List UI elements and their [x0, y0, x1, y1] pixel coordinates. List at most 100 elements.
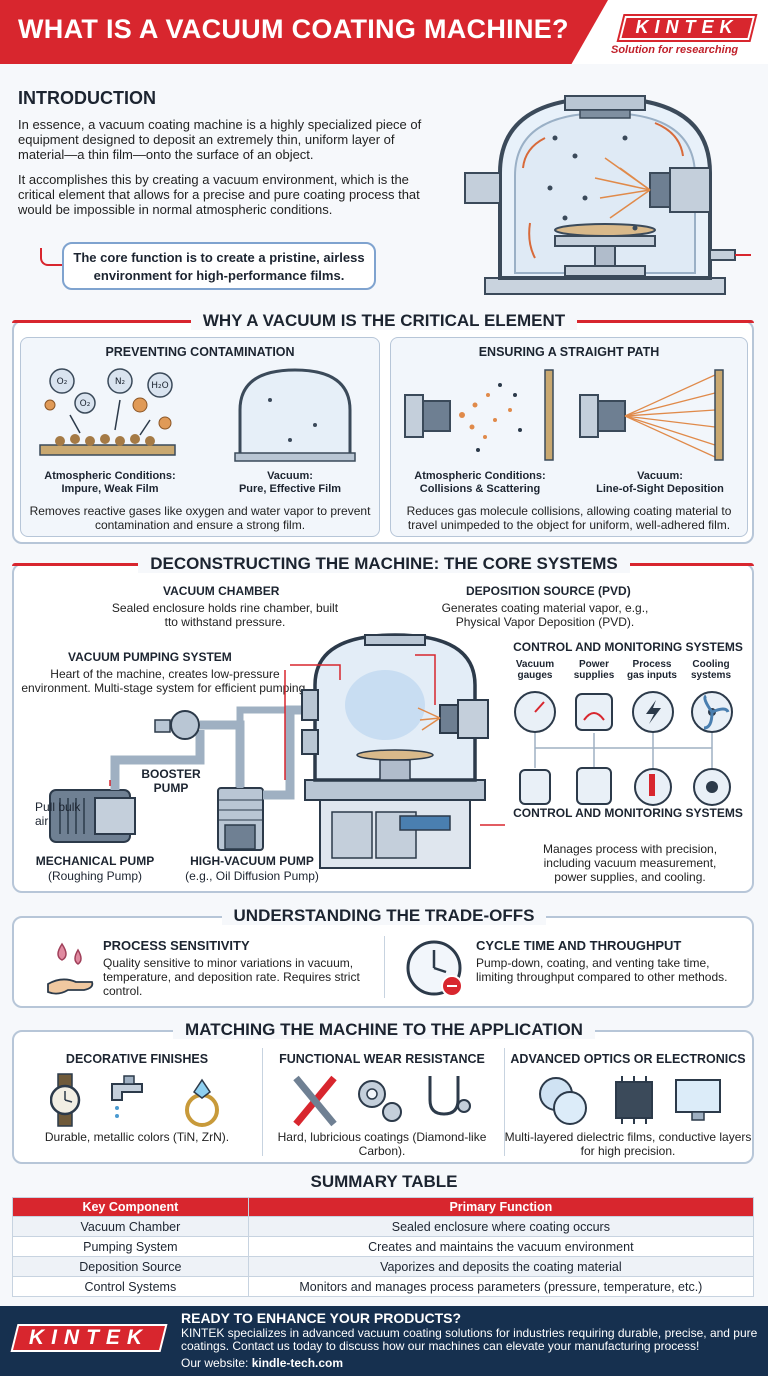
tradeoffs-divider [384, 936, 385, 998]
intro-paragraph-2: It accomplishes this by creating a vacuu… [18, 172, 420, 217]
control-label-power-supplies: Power supplies [573, 659, 615, 681]
mechanical-pump-sub: (Roughing Pump) [47, 869, 143, 883]
summary-title: SUMMARY TABLE [298, 1172, 470, 1191]
footer-website-label: Our website: [181, 1356, 249, 1370]
process-sensitivity-title: PROCESS SENSITIVITY [103, 938, 250, 953]
decorative-icons [50, 1073, 219, 1127]
vacuum-chamber-illustration [464, 95, 751, 295]
intro-title: INTRODUCTION [18, 88, 156, 108]
deposition-source-text: Generates coating material vapor, e.g., … [441, 601, 649, 629]
path-description: Reduces gas molecule collisions, allowin… [406, 504, 732, 532]
battery-icon [519, 769, 551, 805]
faucet-icon [111, 1083, 143, 1101]
tradeoffs-title: UNDERSTANDING THE TRADE-OFFS [221, 906, 547, 925]
optics-title: ADVANCED OPTICS OR ELECTRONICS [510, 1052, 746, 1066]
wear-title: FUNCTIONAL WEAR RESISTANCE [279, 1052, 485, 1066]
monitor-icon [675, 1079, 721, 1113]
control-title: CONTROL AND MONITORING SYSTEMS [513, 640, 743, 654]
gas-label-2: N₂ [115, 377, 126, 387]
app-divider-1 [262, 1048, 263, 1156]
logo-tagline: Solution for researching [611, 44, 739, 56]
header-band [0, 0, 608, 64]
machine-title-wrap: DECONSTRUCTING THE MACHINE: THE CORE SYS… [0, 554, 768, 574]
app-divider-2 [504, 1048, 505, 1156]
contamination-left-caption-1: Atmospheric Conditions: [44, 470, 176, 482]
tradeoffs-title-wrap: UNDERSTANDING THE TRADE-OFFS [0, 906, 768, 926]
table-cell: Creates and maintains the vacuum environ… [247, 1236, 755, 1257]
machine-illustration [49, 633, 505, 869]
path-left-caption-1: Atmospheric Conditions: [414, 470, 546, 482]
intro-paragraph-1: In essence, a vacuum coating machine is … [18, 117, 422, 162]
why-vacuum-title-wrap: WHY A VACUUM IS THE CRITICAL ELEMENT [0, 311, 768, 331]
control-label-gas-inputs: Process gas inputs [626, 659, 677, 681]
page-title: WHAT IS A VACUUM COATING MACHINE? [18, 14, 569, 44]
callout-connector [40, 248, 64, 266]
deposition-source-title: DEPOSITION SOURCE (PVD) [466, 584, 631, 598]
contamination-right-caption-1: Vacuum: [267, 470, 313, 482]
summary-table: Key Component Primary Function Vacuum Ch… [12, 1197, 755, 1297]
footer-title: READY TO ENHANCE YOUR PRODUCTS? [181, 1310, 462, 1326]
contamination-illustration: O₂ N₂ H₂O O₂ [39, 368, 356, 462]
gas-label-3: H₂O [151, 381, 168, 391]
vacuum-chamber-title: VACUUM CHAMBER [163, 584, 280, 598]
machine-title: DECONSTRUCTING THE MACHINE: THE CORE SYS… [138, 554, 630, 573]
pumping-title: VACUUM PUMPING SYSTEM [68, 650, 232, 664]
table-cell: Vacuum Chamber [12, 1216, 249, 1237]
control-text: Manages process with precision, includin… [542, 842, 718, 884]
table-cell: Sealed enclosure where coating occurs [247, 1216, 755, 1237]
path-right-caption-1: Vacuum: [637, 470, 683, 482]
applications-title-wrap: MATCHING THE MACHINE TO THE APPLICATION [0, 1020, 768, 1040]
control-icons-grid [514, 691, 733, 806]
power-module-icon [576, 767, 612, 805]
cycle-time-title: CYCLE TIME AND THROUGHPUT [476, 938, 682, 953]
why-vacuum-title: WHY A VACUUM IS THE CRITICAL ELEMENT [190, 311, 578, 330]
control-label-cooling: Cooling systems [690, 659, 732, 681]
contamination-title: PREVENTING CONTAMINATION [105, 345, 295, 359]
wear-text: Hard, lubricious coatings (Diamond-like … [277, 1130, 487, 1158]
gas-label-4: O₂ [80, 399, 91, 409]
wrench-icon [293, 1075, 337, 1127]
high-vacuum-pump-title: HIGH-VACUUM PUMP [190, 854, 314, 868]
vacuum-chamber-text: Sealed enclosure holds rine chamber, bui… [111, 601, 339, 629]
footer-logo-text: KINTEK [28, 1326, 150, 1349]
mechanical-pump-title: MECHANICAL PUMP [35, 854, 155, 868]
footer-website-link[interactable]: kindle-tech.com [251, 1356, 344, 1370]
ring-icon [185, 1093, 219, 1127]
stethoscope-icon [428, 1076, 460, 1116]
path-right-caption-2: Line-of-Sight Deposition [596, 483, 724, 495]
table-header-row: Key Component Primary Function [12, 1197, 755, 1217]
straight-path-illustration [404, 369, 724, 461]
pull-bulk-air-label: Pull bulk air [35, 800, 81, 828]
control-bottom-title: CONTROL AND MONITORING SYSTEMS [513, 806, 743, 820]
optics-icons [539, 1076, 721, 1125]
core-function-callout: The core function is to create a pristin… [62, 242, 376, 290]
contamination-description: Removes reactive gases like oxygen and w… [29, 504, 371, 532]
table-header-function: Primary Function [247, 1197, 755, 1217]
booster-pump-label: BOOSTER PUMP [141, 767, 201, 795]
table-header-component: Key Component [12, 1197, 249, 1217]
wear-icons [293, 1075, 471, 1127]
summary-title-wrap: SUMMARY TABLE [0, 1172, 768, 1192]
hand-drop-icon [47, 942, 94, 995]
decorative-text: Durable, metallic colors (TiN, ZrN). [44, 1130, 230, 1144]
table-cell: Monitors and manages process parameters … [247, 1276, 755, 1297]
gas-label-1: O₂ [57, 377, 68, 387]
table-cell: Vaporizes and deposits the coating mater… [247, 1256, 755, 1277]
tradeoffs-panel [12, 916, 754, 1008]
table-cell: Deposition Source [12, 1256, 249, 1277]
applications-title: MATCHING THE MACHINE TO THE APPLICATION [173, 1020, 595, 1039]
straight-path-title: ENSURING A STRAIGHT PATH [478, 345, 660, 359]
table-cell: Control Systems [12, 1276, 249, 1297]
optics-text: Multi-layered dielectric films, conducti… [504, 1130, 752, 1158]
process-sensitivity-text: Quality sensitive to minor variations in… [103, 956, 360, 998]
path-left-caption-2: Collisions & Scattering [419, 483, 541, 495]
decorative-title: DECORATIVE FINISHES [65, 1052, 209, 1066]
pumping-text: Heart of the machine, creates low-pressu… [21, 667, 309, 695]
footer-text: KINTEK specializes in advanced vacuum co… [181, 1326, 758, 1353]
footer-website: Our website: kindle-tech.com [181, 1356, 343, 1370]
chip-icon [615, 1081, 653, 1119]
